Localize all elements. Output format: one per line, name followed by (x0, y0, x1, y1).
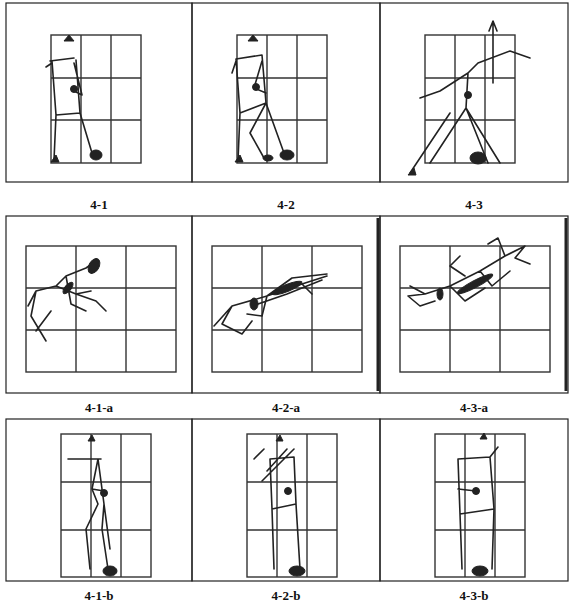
figure-caption: 4-3-b (458, 589, 491, 603)
figure-caption: 4-3 (463, 198, 484, 212)
figure-caption: 4-2 (275, 198, 296, 212)
figure-caption: 4-1 (88, 198, 109, 212)
figure-caption: 4-1-a (83, 401, 115, 415)
figure-caption: 4-1-b (83, 589, 116, 603)
figure-caption: 4-2-b (270, 589, 303, 603)
figure-caption: 4-2-a (270, 401, 302, 415)
figure-caption: 4-3-a (458, 401, 490, 415)
